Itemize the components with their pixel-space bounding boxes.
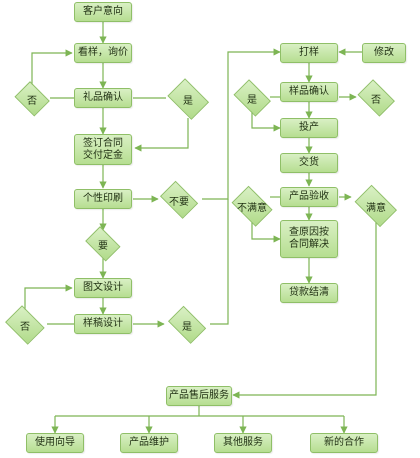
node-gift-confirm: 礼品确认 <box>74 88 132 108</box>
node-customer-intent: 客户意向 <box>74 2 132 22</box>
decision-yes-3: 是 <box>230 82 274 114</box>
node-new-cooperation: 新的合作 <box>310 433 378 453</box>
decision-satisfied: 满意 <box>350 189 402 223</box>
node-revise: 修改 <box>362 43 406 63</box>
node-after-sales-service: 产品售后服务 <box>166 386 232 406</box>
decision-no-3: 否 <box>354 82 398 114</box>
decision-not-needed: 不要 <box>156 184 202 216</box>
decision-no-1: 否 <box>12 83 52 115</box>
node-custom-printing: 个性印刷 <box>74 189 132 209</box>
node-view-samples-inquire: 看样，询价 <box>74 43 132 63</box>
node-product-maintenance: 产品维护 <box>120 433 178 453</box>
node-proofing: 打样 <box>280 43 338 63</box>
node-graphic-design: 图文设计 <box>74 278 132 298</box>
node-usage-guide: 使用向导 <box>26 433 84 453</box>
node-sign-contract-deposit: 签订合同 交付定金 <box>74 134 132 165</box>
node-payment-settled: 贷款结清 <box>280 283 338 303</box>
node-production: 投产 <box>280 118 338 138</box>
node-delivery: 交货 <box>280 153 338 173</box>
decision-yes-1: 是 <box>164 81 212 117</box>
decision-yes-2: 是 <box>164 309 210 341</box>
node-other-services: 其他服务 <box>214 433 272 453</box>
node-product-acceptance: 产品验收 <box>280 187 338 207</box>
decision-no-2: 否 <box>2 308 48 342</box>
decision-needed: 要 <box>82 229 124 259</box>
node-check-cause-resolve: 查原因按 合同解决 <box>280 220 338 258</box>
decision-unsatisfied: 不满意 <box>228 189 276 223</box>
node-sample-confirm: 样品确认 <box>280 82 338 102</box>
node-draft-design: 样稿设计 <box>74 314 132 334</box>
